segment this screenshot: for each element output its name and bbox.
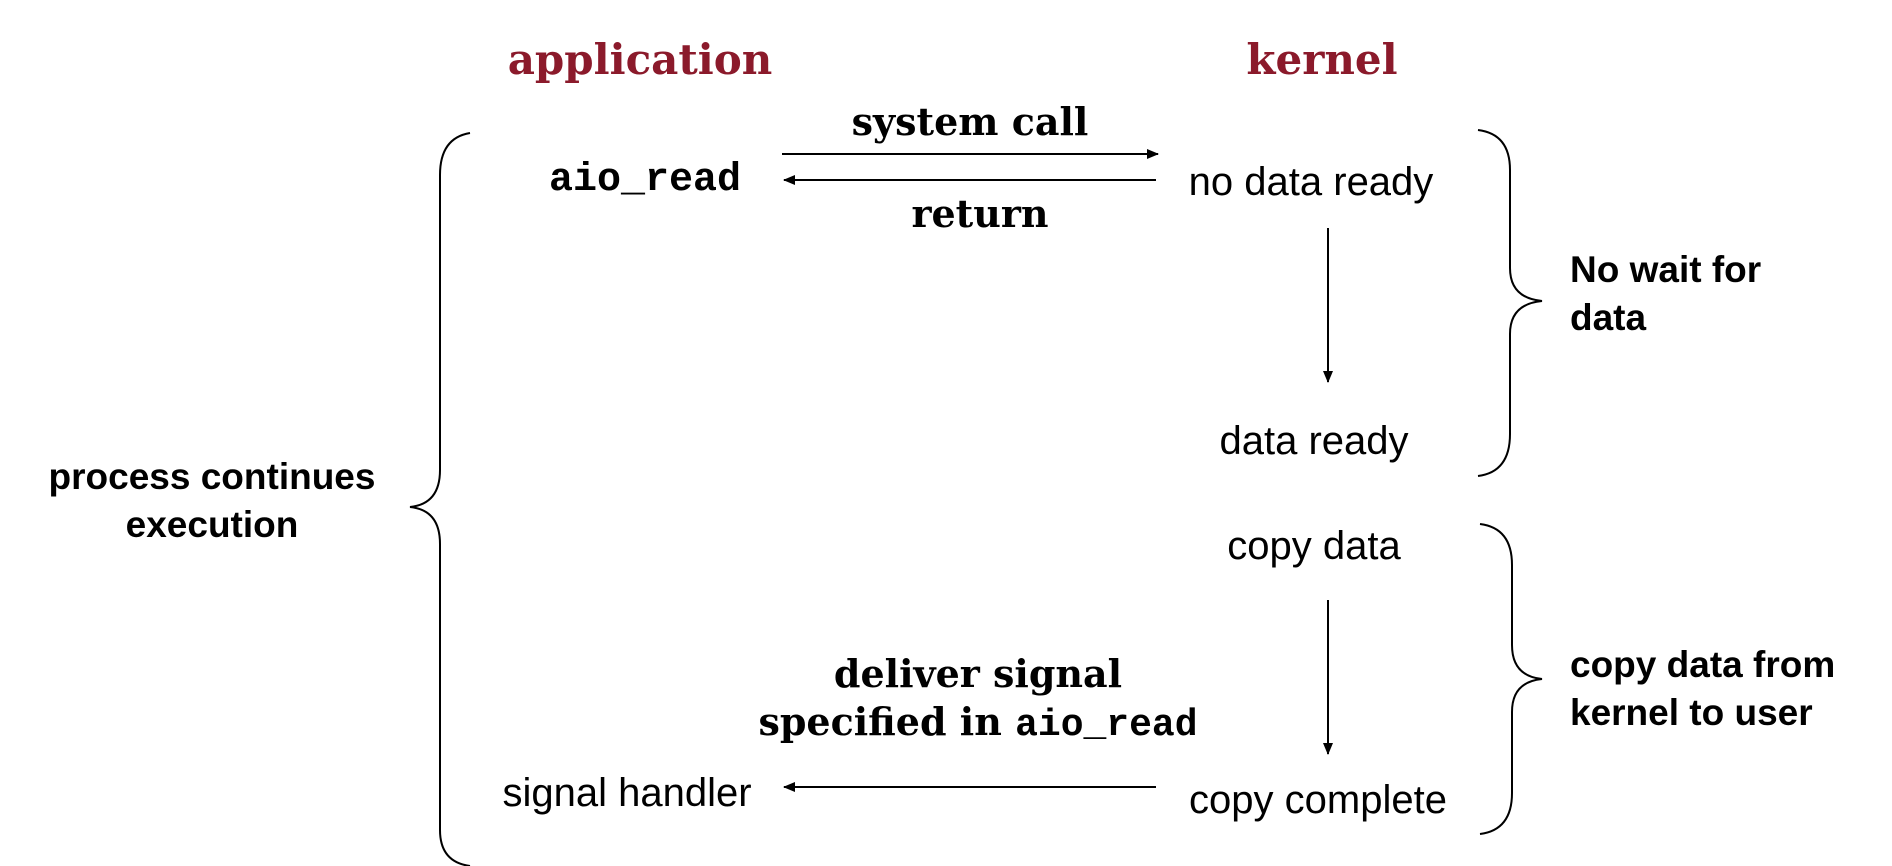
process-brace <box>409 132 471 866</box>
aio-read-label: aio_read <box>549 158 741 203</box>
copy-brace-label-line2: kernel to user <box>1570 692 1813 733</box>
no-wait-label-line1: No wait for <box>1570 249 1761 290</box>
no-wait-label-line2: data <box>1570 297 1647 338</box>
no-data-ready-label: no data ready <box>1189 160 1434 204</box>
copy-complete-label: copy complete <box>1189 778 1447 822</box>
deliver-signal-specified-text: specified in <box>758 699 1015 744</box>
copy-brace-label-line1: copy data from <box>1570 644 1835 685</box>
copy-brace <box>1479 523 1543 835</box>
process-brace-label-line1: process continues <box>49 456 376 497</box>
data-ready-label: data ready <box>1219 419 1408 463</box>
copy-data-label: copy data <box>1227 524 1401 568</box>
return-label: return <box>911 191 1048 236</box>
system-call-label: system call <box>852 99 1089 144</box>
process-brace-label-line2: execution <box>126 504 299 545</box>
signal-handler-label: signal handler <box>502 771 751 815</box>
deliver-signal-code: aio_read <box>1015 704 1197 747</box>
deliver-signal-label-line2: specified in aio_read <box>758 699 1197 747</box>
kernel-header: kernel <box>1246 35 1397 84</box>
no-wait-brace <box>1477 129 1543 477</box>
application-header: application <box>508 35 773 84</box>
deliver-signal-label-line1: deliver signal <box>834 651 1122 696</box>
